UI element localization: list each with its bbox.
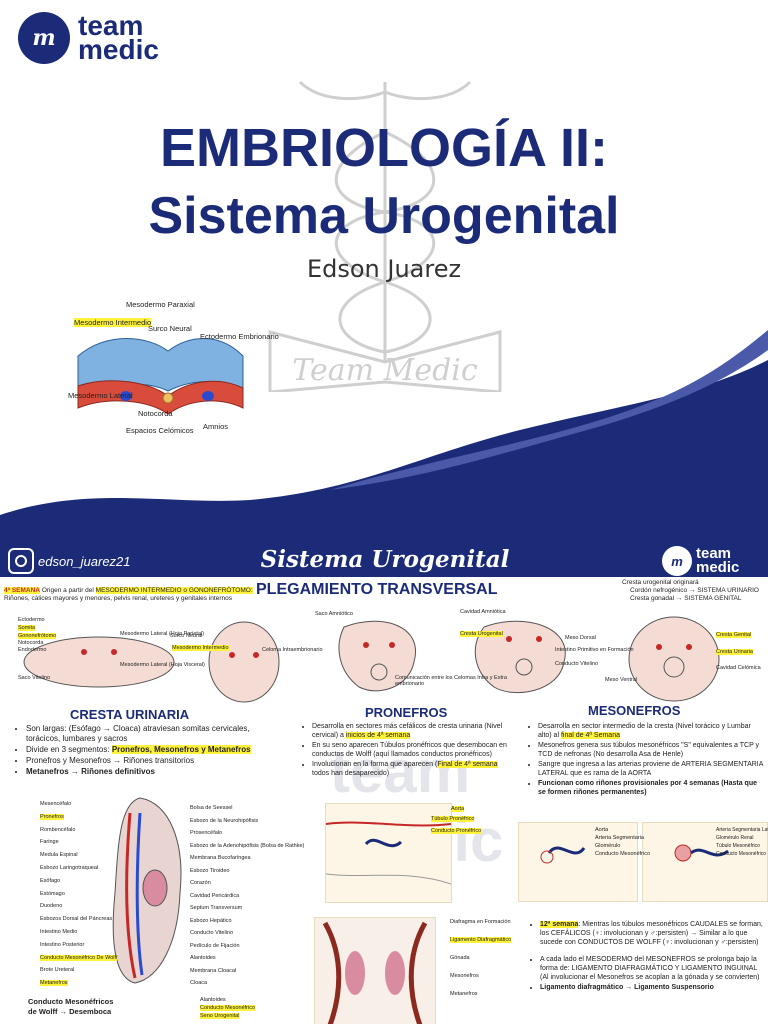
cover-title-line2: Sistema Urogenital [148, 187, 620, 245]
diafragma_labels-label: Mesonefros [450, 973, 479, 979]
cover-page: Team Medic m team medic EMBRIOLOGÍA II: … [0, 11, 768, 545]
bottom-left-note: Conducto Mesonéfricos de Wolff → Desembo… [28, 997, 114, 1016]
mesonefros-figure-1 [518, 822, 638, 902]
embryo_labels-label: Medula Espinal [40, 852, 78, 859]
instagram-icon [8, 548, 34, 574]
meso_fig_labels-label: Arteria Segmentaria [595, 835, 644, 841]
banner-logo-mark-icon: m [662, 546, 692, 576]
meso_fig_labels-label: Conducto Mesonéfrico [716, 851, 767, 857]
mesonefros-drawing-1 [540, 846, 586, 864]
embryo_labels_r-label: Prosencéfalo [190, 830, 223, 836]
label-mesodermo-intermedio: Mesodermo Intermedio [74, 318, 152, 327]
plegamiento-title: PLEGAMIENTO TRANSVERSAL [256, 581, 498, 598]
embryo_labels_r-label: Esbozo de la Neurohipófisis [190, 817, 259, 824]
meso_fig_labels-label: Conducto Mesonéfrico [595, 851, 651, 857]
watermark-text: Team Medic [292, 353, 478, 388]
embryo_labels-label: Metanefros [40, 980, 68, 987]
mesonefros-list: Desarrolla en sector intermedio de la cr… [526, 722, 766, 798]
mesonefros-figure-2 [642, 822, 768, 902]
diafragma-drawing [322, 921, 428, 1024]
diafragma_labels-label: Ligamento Diafragmático [450, 937, 512, 943]
embryo_labels_r-label: Membrana Bucofaríngea [190, 855, 251, 861]
banner-logo-line2: medic [696, 559, 740, 576]
embryo_labels-label: Esbozo Laringotraqueal [40, 865, 99, 871]
meso_fig_labels-label: Aorta [595, 827, 609, 833]
label-mesodermo-paraxial: Mesodermo Paraxial [126, 300, 195, 309]
banner-logo: m team medic [662, 546, 739, 576]
logo-line2: medic [78, 34, 159, 65]
label-notocorda: Notocorda [138, 409, 173, 418]
embryo_labels_r-label: Bolsa de Seessel [190, 805, 233, 811]
week12-note: 12ª semana: Mientras los túbulos mesonéf… [528, 920, 764, 993]
bottom_fig-label: Seno Urogenital [200, 1013, 240, 1019]
diafragma_labels-label: Diafragma en Formación [450, 919, 511, 925]
bottom_fig-label: Alantoides [200, 997, 226, 1003]
diafragma_labels-label: Gónada [450, 955, 470, 961]
cover-title-line1: EMBRIOLOGÍA II: [160, 118, 608, 178]
embryo_labels-label: Faringe [40, 839, 59, 846]
semana4-note: 4ª SEMANA Origen a partir del MESODERMO … [4, 587, 253, 602]
embryo_labels-label: Intestino Posterior [40, 941, 85, 948]
embryo_labels_r-label: Membrana Cloacal [190, 967, 237, 974]
bottom_fig-label: Conducto Mesonéfrico [200, 1005, 256, 1011]
embryo-sagittal-drawing [112, 797, 182, 984]
embryo_labels-label: Estómago [40, 890, 65, 897]
label-surco-neural: Surco Neural [148, 324, 192, 333]
diafragma_labels-label: Metanefros [450, 991, 478, 997]
embryo_labels-label: Mesencéfalo [40, 801, 72, 807]
diafragma-figure [314, 917, 436, 1024]
embryo_labels-label: Esbozos Dorsal del Páncreas [40, 916, 113, 923]
mesonefros-drawing-2 [674, 844, 729, 862]
cresta-urogenital-note: Cresta urogenital originará Cordón nefro… [622, 579, 759, 602]
embryo-cross-section-figure: Mesodermo Paraxial Mesodermo Intermedio … [68, 296, 279, 436]
pronefros-figure: Aorta Túbulo Pronéfrico Conducto Pronéfr… [325, 803, 482, 903]
cresta-urinaria-list: Son largas: (Esófago → Cloaca) atraviesa… [14, 724, 269, 778]
embryo-figure-drawing [77, 338, 244, 415]
logo-line1: team [78, 10, 144, 41]
embryo_labels_r-label: Esbozo Hepático [190, 917, 232, 924]
mesonefros-title: MESONEFROS [588, 703, 681, 718]
wave-decoration [0, 330, 768, 545]
embryo_labels_r-label: Corazón [190, 880, 211, 886]
label-amnios: Amnios [203, 422, 229, 431]
caduceus-watermark: Team Medic [268, 80, 502, 392]
pronefros-list: Desarrolla en sectores más cefálicos de … [300, 722, 515, 779]
cover-author: Edson Juarez [306, 255, 462, 283]
label-mesodermo-lateral: Mesodermo Lateral [68, 391, 133, 400]
embryo_labels-label: Conducto Mesonéfrico De Wolff [40, 954, 118, 961]
embryo_labels_r-label: Esbozo de la Adenohipófisis (Bolsa de Ra… [190, 842, 305, 849]
label-espacios-celomicos: Espacios Celómicos [126, 426, 194, 435]
embryo_labels_r-label: Pedículo de Fijación [190, 942, 240, 949]
folding-diagrams [23, 616, 720, 703]
embryo_labels_r-label: Conducto Vitelino [190, 930, 234, 936]
meso_fig_labels-label: Túbulo Mesonéfrico [716, 843, 760, 849]
embryo_labels-label: Duodeno [40, 903, 63, 910]
embryo_labels_r-label: Cloaca [190, 980, 208, 986]
meso_fig_labels-label: Glomérulo Renal [716, 835, 754, 841]
label-ectodermo-embrionario: Ectodermo Embrionario [200, 332, 279, 341]
embryo_labels-label: Esófago [40, 877, 61, 884]
cresta-urinaria-title: CRESTA URINARIA [70, 707, 190, 722]
embryo_labels_r-label: Alantoides [190, 955, 216, 961]
instagram-handle: edson_juarez21 [8, 548, 131, 574]
team-medic-logo: m team medic [18, 12, 159, 64]
logo-mark-icon: m [18, 12, 70, 64]
pronefros-title: PRONEFROS [365, 705, 448, 720]
embryo_labels_r-label: Esbozo Tiroideo [190, 867, 230, 874]
embryo_labels_r-label: Cavidad Pericárdica [190, 892, 240, 899]
meso_fig_labels-label: Arteria Segmentaria Lateral [716, 827, 768, 833]
banner-title: Sistema Urogenital [260, 546, 510, 573]
pronefros-drawing [325, 821, 452, 885]
banner-logo-line1: team [696, 545, 732, 562]
summary-banner [0, 545, 768, 577]
embryo_labels-label: Pronefros [40, 813, 64, 820]
embryo_labels-label: Intestino Medio [40, 929, 78, 935]
meso_fig_labels-label: Glomérulo [595, 843, 621, 849]
embryo_labels-label: Brote Ureteral [40, 967, 75, 974]
instagram-text: edson_juarez21 [38, 553, 131, 569]
embryo_labels-label: Rombencéfalo [40, 826, 76, 833]
embryo_labels_r-label: Septum Transversum [190, 905, 243, 911]
